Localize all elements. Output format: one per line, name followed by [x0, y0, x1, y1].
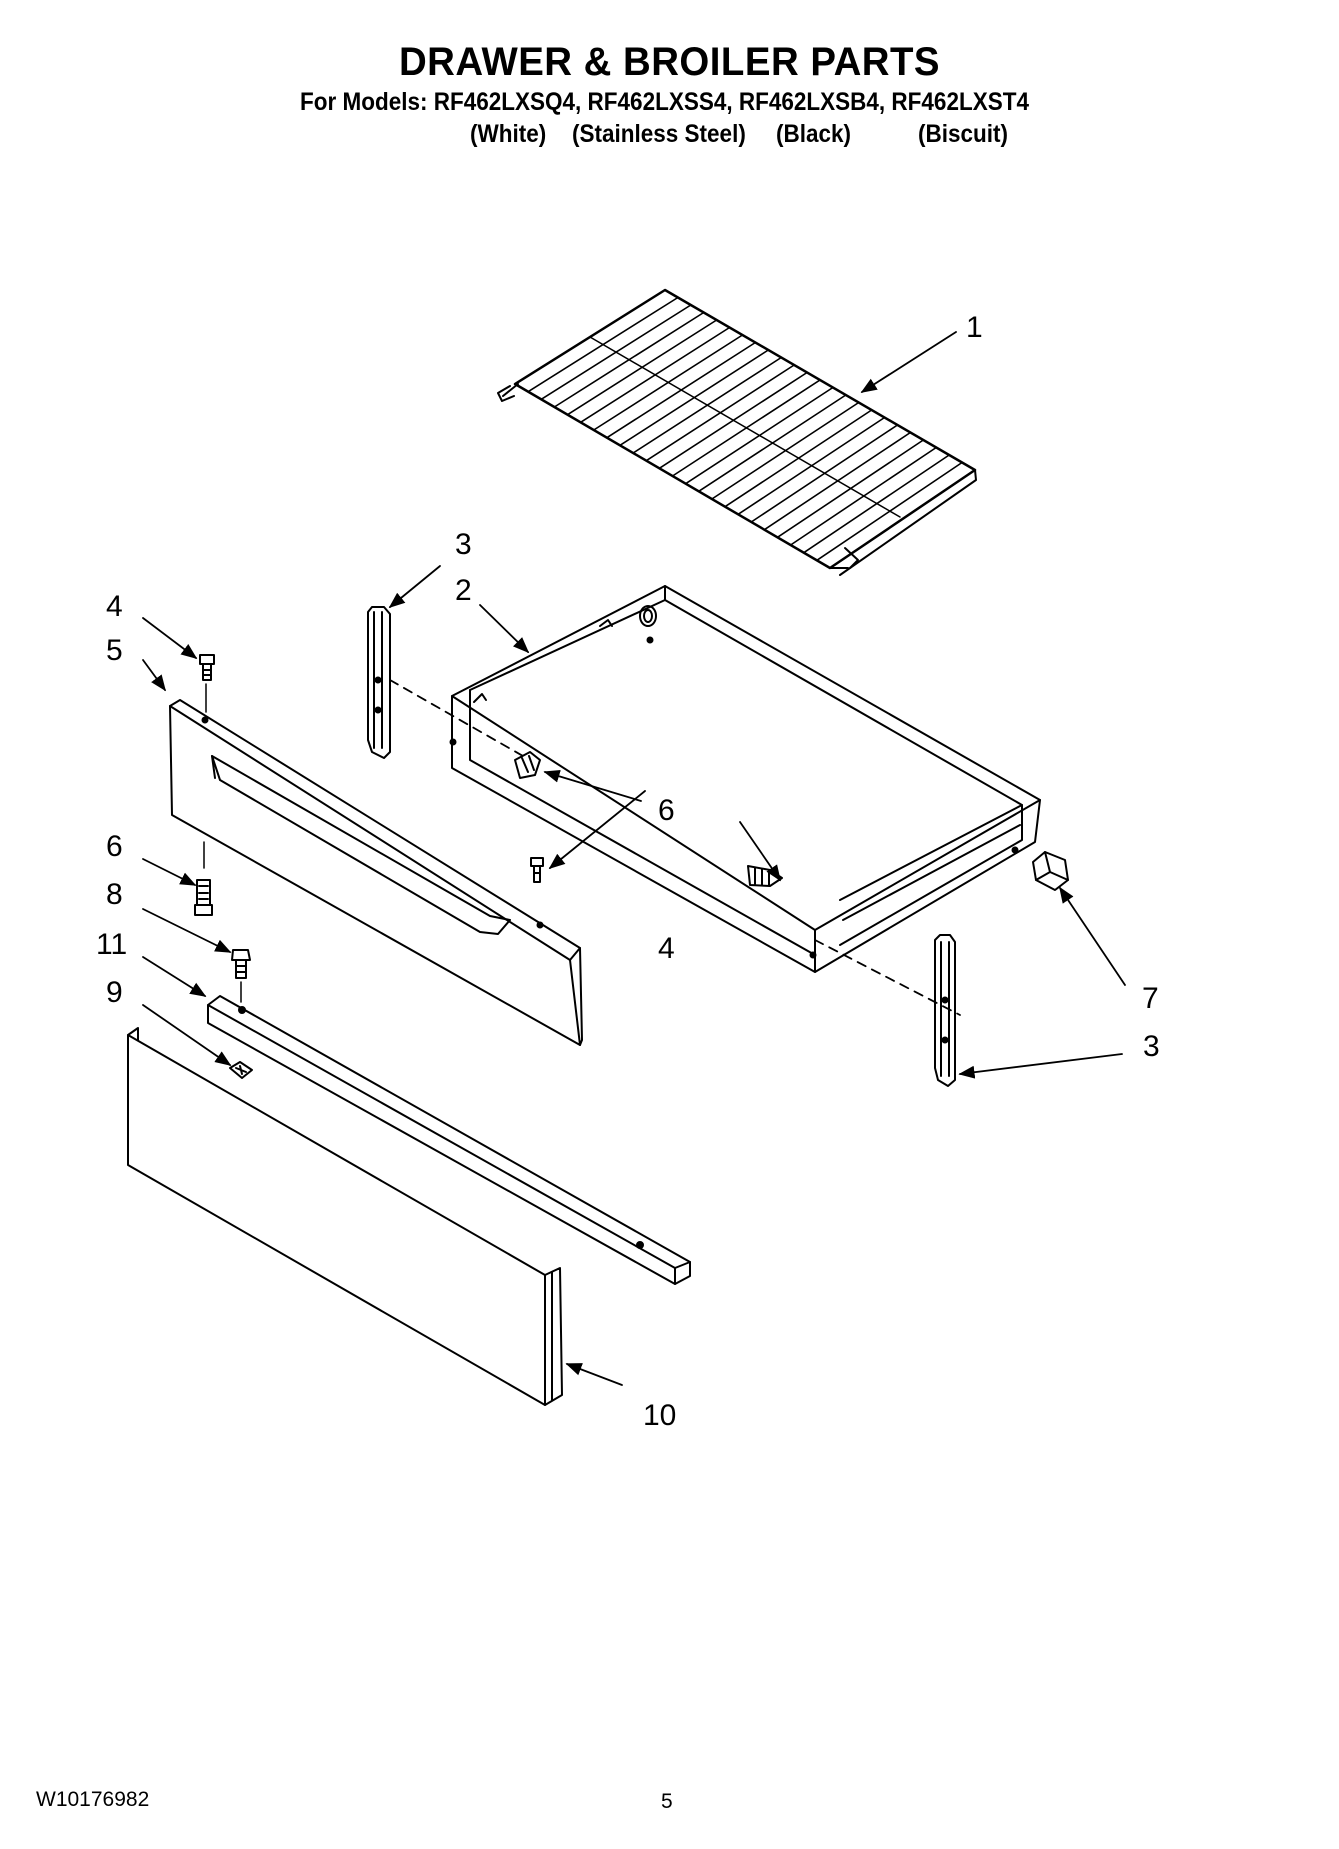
screw-4-right [530, 857, 544, 883]
trim-bar [207, 995, 691, 1285]
callout-11: 11 [96, 928, 127, 961]
callout-5: 5 [106, 634, 123, 667]
page-title: DRAWER & BROILER PARTS [398, 40, 941, 84]
rack-bar [789, 446, 938, 546]
rack-bar [592, 334, 744, 431]
finish-white: (White) [470, 120, 547, 148]
screw-4-top [199, 654, 215, 713]
screw-6-left [194, 841, 213, 916]
drawer-outer-panel [127, 1027, 563, 1406]
rack-bar [737, 416, 886, 516]
finish-stainless-steel: (Stainless Steel) [572, 120, 746, 148]
callout-6-left: 6 [106, 830, 123, 863]
bracket [1032, 851, 1069, 891]
rack-bar [711, 401, 860, 500]
rack-bar [671, 379, 821, 477]
callout-3-top: 3 [455, 528, 472, 561]
rack-bar [553, 311, 705, 408]
rack-bar [606, 341, 757, 439]
rack-bar [763, 431, 912, 531]
callout-1: 1 [966, 311, 983, 344]
models-line: For Models: RF462LXSQ4, RF462LXSS4, RF46… [300, 88, 1029, 116]
finish-black: (Black) [776, 120, 852, 148]
clip [229, 1061, 253, 1079]
finish-biscuit: (Biscuit) [918, 120, 1008, 148]
drawer-front-panel [169, 699, 583, 1046]
rack-bar [776, 439, 925, 539]
document-code: W10176982 [36, 1788, 150, 1811]
callout-9: 9 [106, 976, 123, 1009]
callout-10: 10 [643, 1399, 676, 1432]
rack-bar [566, 319, 718, 416]
drawer-slide-left [367, 606, 391, 759]
rack-bar [697, 394, 847, 493]
screw-8 [231, 949, 251, 1003]
page-number: 5 [661, 1790, 673, 1813]
callout-3-bottom: 3 [1143, 1030, 1160, 1063]
callout-7: 7 [1142, 982, 1159, 1015]
rack-bar [724, 409, 873, 508]
leader-lines [142, 331, 1126, 1386]
callout-4-right: 4 [658, 932, 675, 965]
rack-bar [579, 326, 731, 424]
rack-bar [645, 364, 795, 462]
rack-bar [750, 424, 899, 523]
broiler-rack [497, 288, 977, 576]
callout-6-drawer: 6 [658, 794, 675, 827]
screw-6-drawer-left [514, 751, 541, 779]
rack-bar [802, 454, 950, 554]
rack-bar [619, 349, 770, 447]
drawer-slide-right [934, 934, 956, 1087]
rack-bar [632, 356, 783, 454]
rack-bar [540, 304, 692, 401]
callout-8: 8 [106, 878, 123, 911]
rack-bar [816, 461, 963, 562]
rack-bar [527, 296, 679, 393]
alignment-lines [389, 679, 961, 1016]
drawer-body [449, 585, 1041, 973]
rack-bar [684, 386, 834, 485]
callout-4-top: 4 [106, 590, 123, 623]
callout-2: 2 [455, 574, 472, 607]
rack-bar [658, 371, 808, 470]
